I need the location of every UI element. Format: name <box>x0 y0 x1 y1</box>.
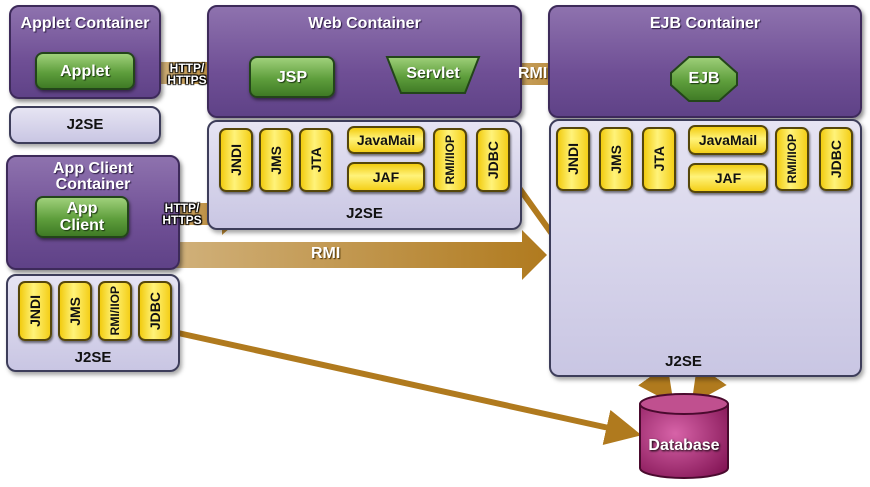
client-api-jms-label: JMS <box>67 296 83 326</box>
client-api-jndi-label: JNDI <box>27 295 43 327</box>
ejb-api-jndi-label: JNDI <box>565 143 581 175</box>
label-applet-http: HTTP/ HTTPS <box>156 62 218 86</box>
app-client-component-line2: Client <box>59 217 105 234</box>
servlet-label: Servlet <box>406 65 460 82</box>
ejb-api-jms: JMS <box>599 127 633 191</box>
servlet-shape <box>385 56 481 94</box>
web-runtime-j2se: J2SE <box>346 205 383 222</box>
app-client-component: App Client <box>35 196 129 238</box>
arrow-client-to-ejb <box>140 230 547 280</box>
ejb-api-jaf: JAF <box>688 163 768 193</box>
applet-container: Applet Container Applet <box>9 5 161 99</box>
web-api-jta: JTA <box>299 128 333 192</box>
client-api-jdbc-label: JDBC <box>147 291 163 331</box>
app-client-runtime-j2se: J2SE <box>74 349 112 366</box>
label-client-http-line2: HTTPS <box>162 213 202 227</box>
label-client-http: HTTP/ HTTPS <box>151 202 213 226</box>
applet-component: Applet <box>35 52 135 90</box>
ejb-api-jdbc-label: JDBC <box>828 139 844 179</box>
line-client-jdbc-to-database <box>177 330 642 446</box>
ejb-api-jms-label: JMS <box>608 144 624 174</box>
web-api-javamail: JavaMail <box>347 126 425 154</box>
web-container-title: Web Container <box>308 15 421 32</box>
ejb-api-jta-label: JTA <box>651 146 667 172</box>
web-api-jdbc: JDBC <box>476 128 510 192</box>
web-api-jdbc-label: JDBC <box>485 140 501 180</box>
app-client-container-title-line2: Container <box>55 176 131 193</box>
ejb-container: EJB Container EJB <box>548 5 862 118</box>
app-client-container: App Client Container App Client <box>6 155 180 270</box>
app-client-runtime-panel: JNDI JMS RMI/IIOP JDBC J2SE <box>6 274 180 372</box>
database-label: Database <box>648 437 720 454</box>
web-api-jms-label: JMS <box>268 145 284 175</box>
client-api-jndi: JNDI <box>18 281 52 341</box>
ejb-shape <box>670 56 738 102</box>
label-client-http-line1: HTTP/ <box>164 201 200 215</box>
web-api-rmi-iiop-label: RMI/IIOP <box>443 135 457 185</box>
web-api-jta-label: JTA <box>308 147 324 173</box>
label-applet-http-line2: HTTPS <box>167 73 207 87</box>
ejb-api-jdbc: JDBC <box>819 127 853 191</box>
web-api-rmi-iiop: RMI/IIOP <box>433 128 467 192</box>
client-api-jms: JMS <box>58 281 92 341</box>
ejb-runtime-j2se: J2SE <box>665 353 702 370</box>
client-api-rmi-iiop-label: RMI/IIOP <box>108 286 122 336</box>
applet-runtime-j2se: J2SE <box>9 106 161 144</box>
app-client-component-line1: App <box>66 200 98 217</box>
ejb-api-rmi-iiop-label: RMI/IIOP <box>785 134 799 184</box>
label-applet-http-line1: HTTP/ <box>169 61 205 75</box>
label-web-to-ejb-rmi: RMI <box>518 65 548 82</box>
ejb-container-title: EJB Container <box>649 15 761 32</box>
web-api-jndi-label: JNDI <box>228 144 244 176</box>
ejb-api-jndi: JNDI <box>556 127 590 191</box>
web-runtime-panel: JNDI JMS JTA JavaMail JAF RMI/IIOP JDBC … <box>207 120 522 230</box>
applet-container-title: Applet Container <box>20 15 150 32</box>
jsp-component: JSP <box>249 56 335 98</box>
database-cylinder <box>639 393 729 479</box>
ejb-api-rmi-iiop: RMI/IIOP <box>775 127 809 191</box>
client-api-rmi-iiop: RMI/IIOP <box>98 281 132 341</box>
web-api-jms: JMS <box>259 128 293 192</box>
client-api-jdbc: JDBC <box>138 281 172 341</box>
label-client-to-ejb-rmi: RMI <box>311 245 341 262</box>
ejb-api-jta: JTA <box>642 127 676 191</box>
web-container: Web Container JSP Servlet <box>207 5 522 118</box>
app-client-container-title-line1: App Client <box>53 160 133 177</box>
web-api-jndi: JNDI <box>219 128 253 192</box>
ejb-runtime-panel: JNDI JMS JTA JavaMail JAF RMI/IIOP JDBC … <box>549 119 862 377</box>
ejb-api-javamail: JavaMail <box>688 125 768 155</box>
ejb-label: EJB <box>688 70 720 87</box>
web-api-jaf: JAF <box>347 162 425 192</box>
